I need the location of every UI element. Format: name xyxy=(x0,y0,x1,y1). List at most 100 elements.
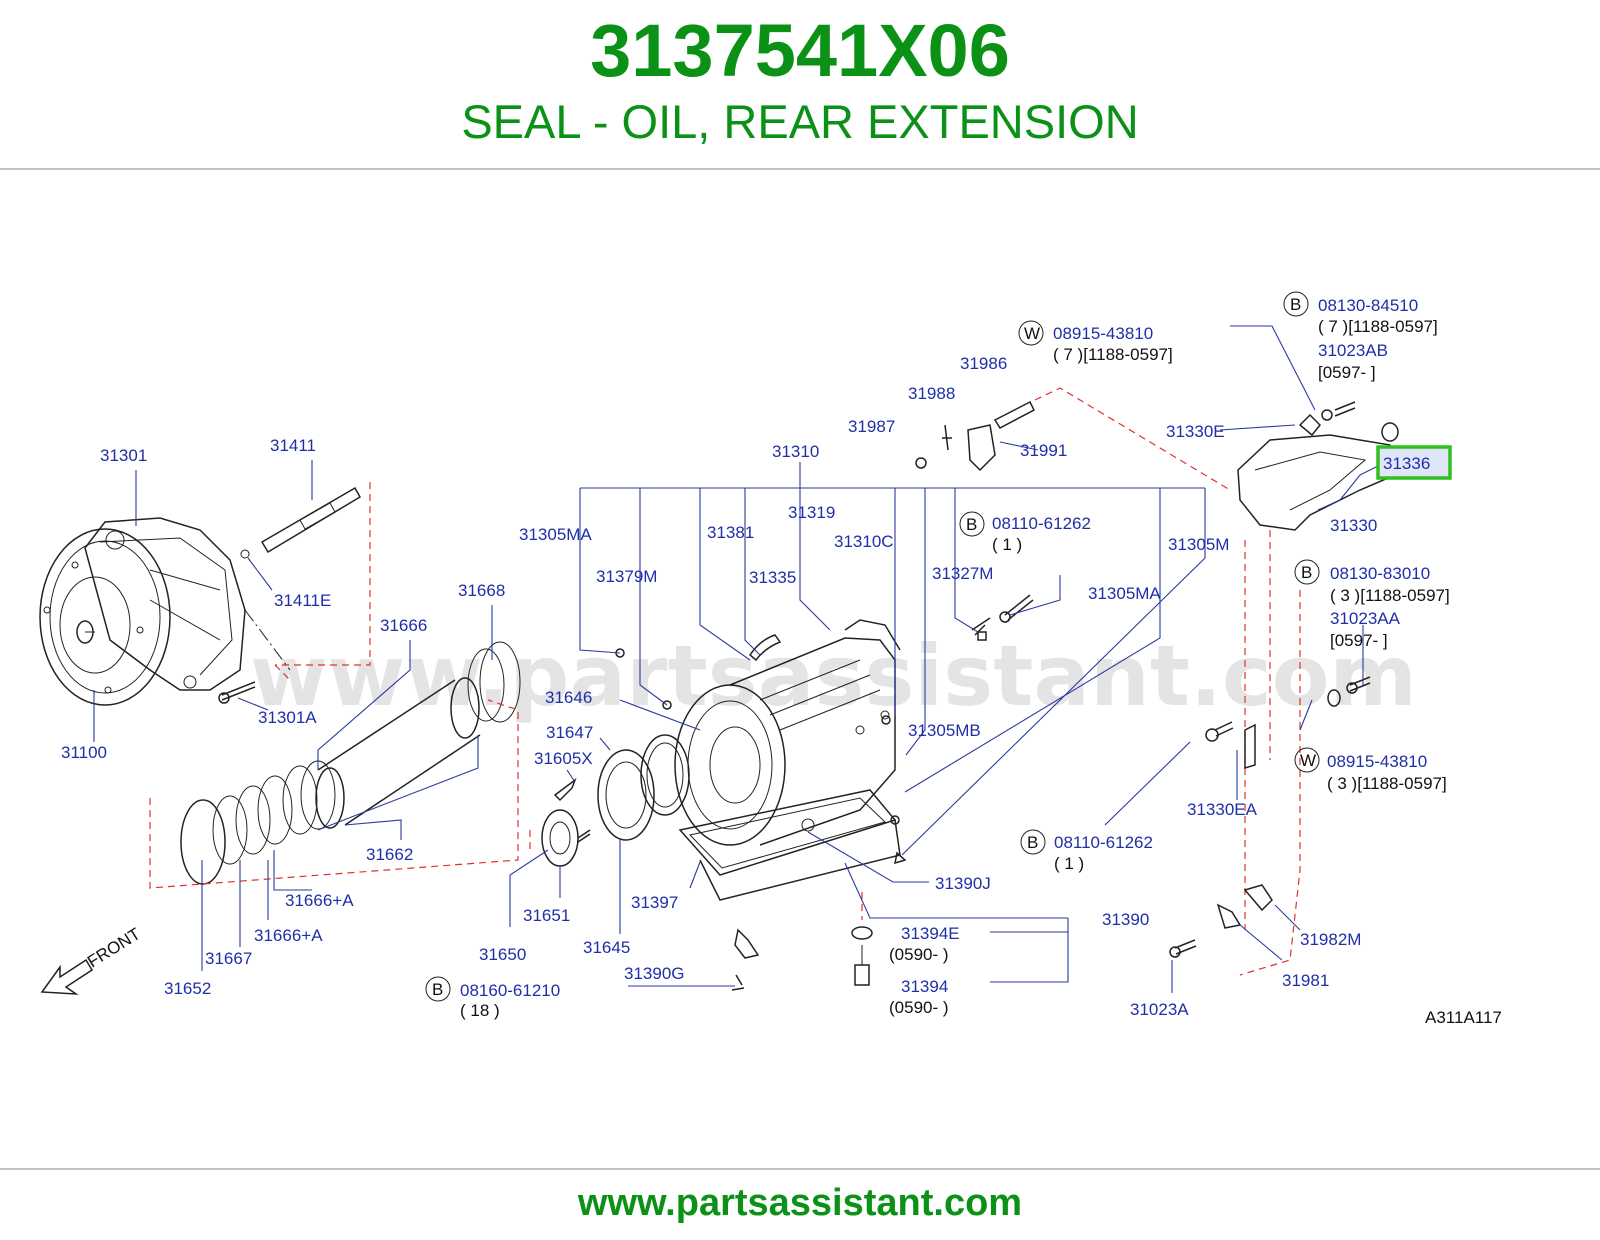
part-label-31330[interactable]: 31330 xyxy=(1330,516,1377,535)
marker-b-icon: B xyxy=(966,515,977,534)
part-number-title: 3137541X06 xyxy=(590,9,1010,92)
part-label-31100[interactable]: 31100 xyxy=(61,743,107,762)
part-label-31650[interactable]: 31650 xyxy=(479,945,526,964)
qty-08160-61210: ( 18 ) xyxy=(460,1001,500,1020)
part-label-31023aa[interactable]: 31023AA xyxy=(1330,609,1401,628)
part-label-31390j[interactable]: 31390J xyxy=(935,874,991,893)
header-divider xyxy=(0,168,1600,170)
part-label-31301[interactable]: 31301 xyxy=(100,446,147,465)
qty-08110-61262-2: ( 1 ) xyxy=(1054,854,1084,873)
footer-divider xyxy=(0,1168,1600,1170)
front-direction-icon: FRONT xyxy=(40,924,144,995)
part-label-31301a[interactable]: 31301A xyxy=(258,708,317,727)
part-label-31379m[interactable]: 31379M xyxy=(596,567,657,586)
qty-08915-43810: ( 7 )[1188-0597] xyxy=(1053,345,1173,364)
marker-b-icon: B xyxy=(432,980,443,999)
torque-converter-drawing xyxy=(39,528,171,706)
converter-housing-drawing xyxy=(84,517,246,691)
part-label-31666[interactable]: 31666 xyxy=(380,616,427,635)
part-label-08130-84510[interactable]: 08130-84510 xyxy=(1318,296,1418,315)
leader-lines xyxy=(93,325,1381,993)
part-label-31668[interactable]: 31668 xyxy=(458,581,505,600)
part-label-08110-61262-2[interactable]: 08110-61262 xyxy=(1054,833,1153,852)
part-label-31381[interactable]: 31381 xyxy=(707,523,754,542)
part-label-08915-43810[interactable]: 08915-43810 xyxy=(1053,324,1153,343)
site-url-link[interactable]: www.partsassistant.com xyxy=(577,1182,1023,1224)
part-label-31305ma[interactable]: 31305MA xyxy=(519,525,592,544)
oil-pan-drawing xyxy=(678,789,901,901)
part-label-31981[interactable]: 31981 xyxy=(1282,971,1329,990)
part-label-31411e[interactable]: 31411E xyxy=(274,591,331,610)
part-label-31605x[interactable]: 31605X xyxy=(534,749,593,768)
clutch-drum-drawing xyxy=(180,641,521,885)
part-label-31662[interactable]: 31662 xyxy=(366,845,413,864)
marker-b-icon: B xyxy=(1027,833,1038,852)
part-label-31023a[interactable]: 31023A xyxy=(1130,1000,1189,1019)
part-label-08160-61210[interactable]: 08160-61210 xyxy=(460,981,560,1000)
part-label-31651[interactable]: 31651 xyxy=(523,906,570,925)
parts-diagram: www.partsassistant.com xyxy=(0,170,1600,1170)
rear-extension-drawing xyxy=(1237,401,1399,531)
bracket-31390g-drawing xyxy=(731,928,760,991)
part-label-31330ea[interactable]: 31330EA xyxy=(1187,800,1258,819)
part-label-31991[interactable]: 31991 xyxy=(1020,441,1067,460)
drain-plug-drawing xyxy=(851,926,873,986)
part-label-31023ab[interactable]: 31023AB xyxy=(1318,341,1388,360)
part-label-31647[interactable]: 31647 xyxy=(546,723,593,742)
part-label-31986[interactable]: 31986 xyxy=(960,354,1007,373)
part-label-31305mb[interactable]: 31305MB xyxy=(908,721,981,740)
bolt-31301a-drawing xyxy=(218,681,256,704)
date-31394: (0590- ) xyxy=(889,998,949,1017)
date-31023aa: [0597- ] xyxy=(1330,631,1388,650)
qty-08130-84510: ( 7 )[1188-0597] xyxy=(1318,317,1438,336)
marker-w-icon: W xyxy=(1300,751,1316,770)
part-label-08915-43810-2[interactable]: 08915-43810 xyxy=(1327,752,1427,771)
part-label-08130-83010[interactable]: 08130-83010 xyxy=(1330,564,1430,583)
neutral-switch-parts-drawing xyxy=(915,400,1035,472)
highlighted-part-box[interactable] xyxy=(1376,445,1452,480)
rear-fasteners-drawing xyxy=(1169,676,1371,958)
part-label-31645[interactable]: 31645 xyxy=(583,938,630,957)
qty-08915-43810-2: ( 3 )[1188-0597] xyxy=(1327,774,1447,793)
date-31394e: (0590- ) xyxy=(889,945,949,964)
part-label-31305ma-2[interactable]: 31305MA xyxy=(1088,584,1161,603)
part-label-31987[interactable]: 31987 xyxy=(848,417,895,436)
marker-w-icon: W xyxy=(1024,324,1040,343)
qty-08110-61262: ( 1 ) xyxy=(992,535,1022,554)
part-label-31310[interactable]: 31310 xyxy=(772,442,819,461)
pump-seal-drawing xyxy=(529,734,690,867)
part-label-31394e[interactable]: 31394E xyxy=(901,924,960,943)
page-header: 3137541X06 SEAL - OIL, REAR EXTENSION xyxy=(0,0,1600,168)
part-name-subtitle: SEAL - OIL, REAR EXTENSION xyxy=(461,95,1139,148)
part-label-31305m[interactable]: 31305M xyxy=(1168,535,1229,554)
fastener-type-markers: B W B B W B B xyxy=(425,291,1320,1002)
part-label-31335[interactable]: 31335 xyxy=(749,568,796,587)
part-labels: 31301 31411 31411E 31301A 31100 31668 31… xyxy=(61,296,1502,1027)
part-label-31666a-2[interactable]: 31666+A xyxy=(254,926,323,945)
part-label-31327m[interactable]: 31327M xyxy=(932,564,993,583)
part-label-31667[interactable]: 31667 xyxy=(205,949,252,968)
date-31023ab: [0597- ] xyxy=(1318,363,1376,382)
part-label-31390[interactable]: 31390 xyxy=(1102,910,1149,929)
watermark: www.partsassistant.com xyxy=(250,627,1417,725)
part-label-31330e[interactable]: 31330E xyxy=(1166,422,1225,441)
part-label-31988[interactable]: 31988 xyxy=(908,384,955,403)
marker-b-icon: B xyxy=(1290,295,1301,314)
part-label-31411[interactable]: 31411 xyxy=(270,436,316,455)
front-label: FRONT xyxy=(84,924,144,971)
part-label-31646[interactable]: 31646 xyxy=(545,688,592,707)
part-label-31397[interactable]: 31397 xyxy=(631,893,678,912)
part-label-31394[interactable]: 31394 xyxy=(901,977,948,996)
part-label-31310c[interactable]: 31310C xyxy=(834,532,894,551)
qty-08130-83010: ( 3 )[1188-0597] xyxy=(1330,586,1450,605)
part-label-31982m[interactable]: 31982M xyxy=(1300,930,1361,949)
figure-code: A311A117 xyxy=(1425,1008,1502,1027)
part-label-31390g[interactable]: 31390G xyxy=(624,964,685,983)
part-label-31336[interactable]: 31336 xyxy=(1383,454,1430,473)
exploded-view: www.partsassistant.com xyxy=(39,291,1502,1027)
part-label-31319[interactable]: 31319 xyxy=(788,503,835,522)
part-label-31666a[interactable]: 31666+A xyxy=(285,891,354,910)
input-shaft-drawing xyxy=(240,486,362,559)
part-label-08110-61262[interactable]: 08110-61262 xyxy=(992,514,1091,533)
part-label-31652[interactable]: 31652 xyxy=(164,979,211,998)
